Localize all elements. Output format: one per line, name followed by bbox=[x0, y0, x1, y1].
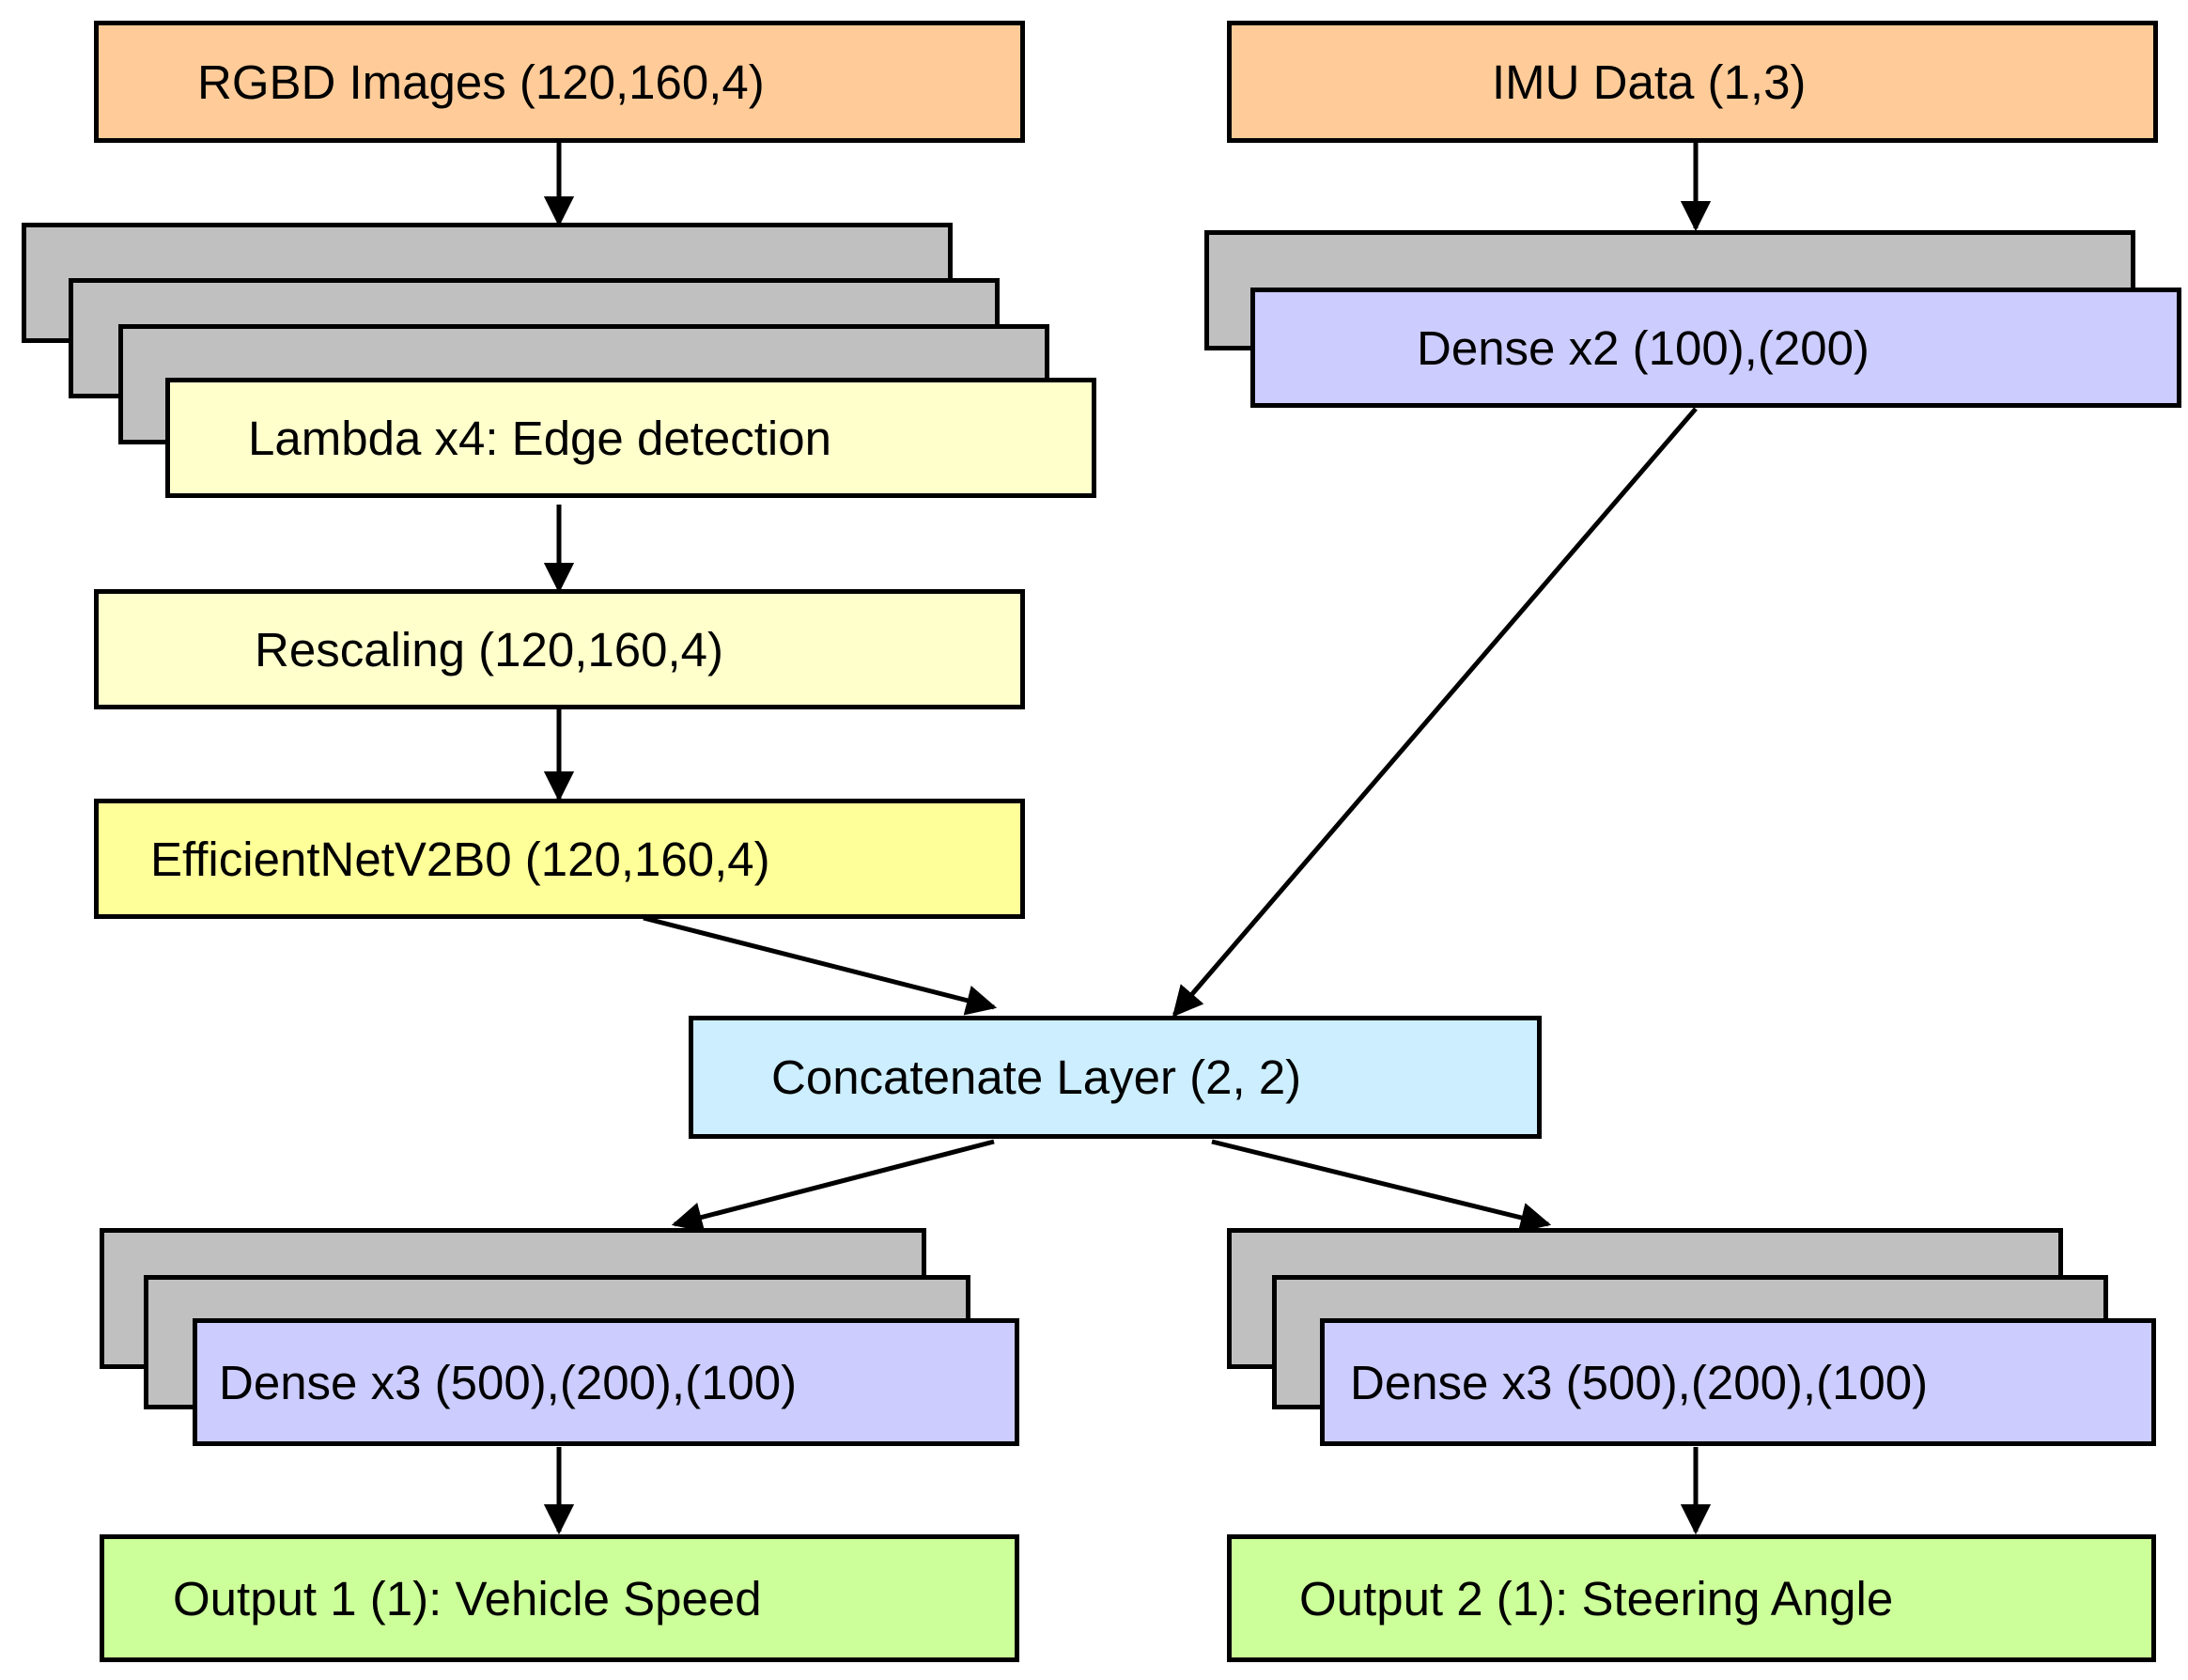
edge-dense-to-concatenate bbox=[1172, 407, 1698, 1018]
node-lambda-label: Lambda x4: Edge detection bbox=[248, 411, 831, 465]
node-imu-input: IMU Data (1,3) bbox=[1227, 21, 2158, 143]
node-dense-steering: Dense x3 (500),(200),(100) bbox=[1320, 1318, 2156, 1446]
node-rgbd-input-label: RGBD Images (120,160,4) bbox=[197, 54, 765, 109]
node-dense-imu: Dense x2 (100),(200) bbox=[1250, 288, 2181, 408]
node-dense-imu-label: Dense x2 (100),(200) bbox=[1417, 320, 1870, 375]
node-output-speed: Output 1 (1): Vehicle Speed bbox=[100, 1534, 1019, 1662]
node-efficientnet: EfficientNetV2B0 (120,160,4) bbox=[94, 799, 1025, 919]
node-dense-speed: Dense x3 (500),(200),(100) bbox=[193, 1318, 1019, 1446]
node-concatenate: Concatenate Layer (2, 2) bbox=[689, 1016, 1542, 1139]
node-imu-input-label: IMU Data (1,3) bbox=[1492, 54, 1807, 109]
node-efficientnet-label: EfficientNetV2B0 (120,160,4) bbox=[150, 832, 770, 886]
node-output-steering: Output 2 (1): Steering Angle bbox=[1227, 1534, 2156, 1662]
node-lambda: Lambda x4: Edge detection bbox=[165, 378, 1096, 498]
node-dense-steering-label: Dense x3 (500),(200),(100) bbox=[1350, 1355, 1929, 1409]
node-rescaling-label: Rescaling (120,160,4) bbox=[255, 622, 723, 677]
edge-concatenate-to-dense-speed bbox=[671, 1139, 995, 1233]
edge-concatenate-to-dense-steering bbox=[1211, 1139, 1552, 1233]
node-rgbd-input: RGBD Images (120,160,4) bbox=[94, 21, 1025, 143]
node-dense-speed-label: Dense x3 (500),(200),(100) bbox=[219, 1355, 798, 1409]
edge-efficientnet-to-concatenate bbox=[643, 915, 998, 1016]
node-rescaling: Rescaling (120,160,4) bbox=[94, 589, 1025, 709]
node-concatenate-label: Concatenate Layer (2, 2) bbox=[771, 1050, 1302, 1104]
node-output-steering-label: Output 2 (1): Steering Angle bbox=[1299, 1571, 1894, 1626]
node-output-speed-label: Output 1 (1): Vehicle Speed bbox=[173, 1571, 762, 1626]
